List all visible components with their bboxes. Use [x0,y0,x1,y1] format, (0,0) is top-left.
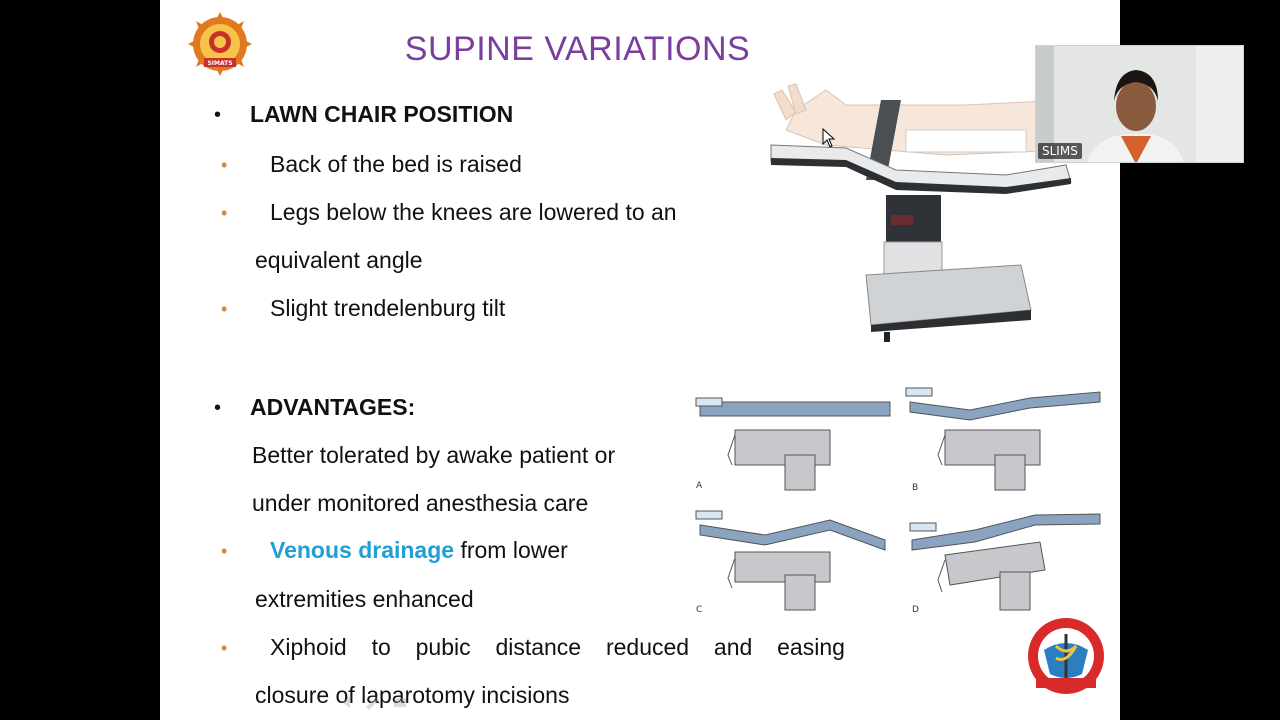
webcam-video-tile[interactable]: SLIMS [1035,45,1244,163]
bullet-venous-drainage: Venous drainage from lower [270,537,568,564]
slide-canvas: SIMATS SUPINE VARIATIONS • LAWN CHAIR PO… [160,0,1120,720]
bullet-xiphoid-cont: closure of laparotomy incisions [255,682,570,708]
xiphoid-word: pubic [415,634,471,660]
operating-table-illustration [770,83,1072,342]
college-crest-icon [1028,618,1104,694]
xiphoid-word: Xiphoid [270,634,347,660]
xiphoid-word: reduced [605,634,690,660]
slide-menu-icon[interactable] [394,698,406,707]
figure-label-c: C [696,605,702,615]
xiphoid-word: distance [495,634,582,660]
bullet-xiphoid: Xiphoid to pubic distance reduced and ea… [270,634,845,661]
slide-title: SUPINE VARIATIONS [404,30,751,68]
section-heading-advantages: ADVANTAGES: [250,394,416,420]
bullet-dot: • [221,638,228,658]
slide-navigation-controls[interactable] [328,692,428,712]
xiphoid-word: and [713,634,753,660]
logo-text: SIMATS [207,60,232,67]
webcam-participant-label: SLIMS [1038,143,1082,159]
figure-label-b: B [912,483,918,493]
previous-slide-icon[interactable] [342,696,350,708]
presenter-video [1036,46,1243,162]
pen-icon[interactable] [366,697,379,710]
bullet-trendelenburg: Slight trendelenburg tilt [270,295,506,321]
bullet-venous-cont: extremities enhanced [255,586,474,612]
section-heading-lawn-chair: LAWN CHAIR POSITION [250,101,514,127]
xiphoid-word: easing [777,634,845,660]
mouse-cursor-icon [822,128,836,148]
bullet-back-raised: Back of the bed is raised [270,151,522,177]
figure-label-d: D [912,605,919,615]
venous-highlight: Venous drainage [270,537,455,563]
bullet-dot: • [214,397,222,419]
bullet-dot: • [221,155,228,175]
institution-logo: SIMATS [188,12,252,76]
advantage-line-1: Better tolerated by awake patient or [252,442,616,468]
venous-rest: from lower [454,537,568,563]
figure-label-a: A [696,481,703,491]
table-positions-figure: A B C D [695,387,1101,615]
bullet-dot: • [221,541,228,561]
bullet-legs-lowered-cont: equivalent angle [255,247,423,273]
bullet-dot: • [221,203,228,223]
bullet-legs-lowered: Legs below the knees are lowered to an [270,199,677,225]
bullet-dot: • [221,299,228,319]
bullet-dot: • [214,104,222,126]
xiphoid-word: to [371,634,391,660]
advantage-line-2: under monitored anesthesia care [252,490,589,516]
